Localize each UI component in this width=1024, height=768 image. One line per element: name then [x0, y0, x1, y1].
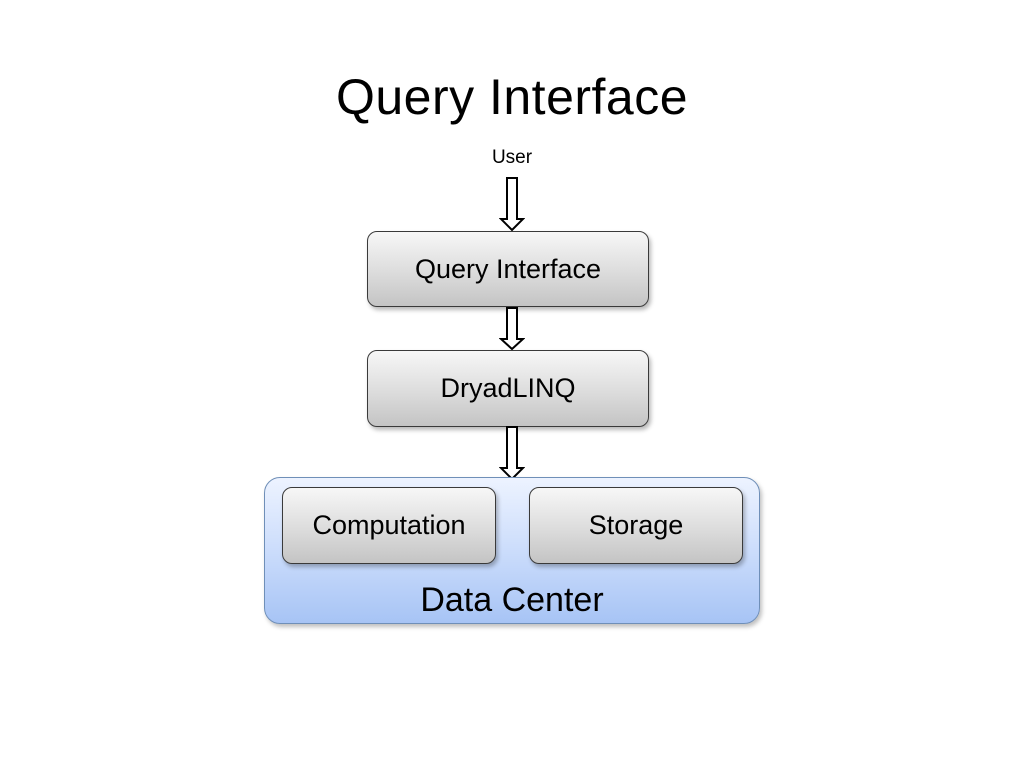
- computation-box: Computation: [282, 487, 496, 564]
- storage-box: Storage: [529, 487, 743, 564]
- slide-title: Query Interface: [335, 69, 689, 125]
- computation-label: Computation: [312, 510, 466, 540]
- down-arrow-icon: [499, 307, 525, 350]
- data-center-label: Data Center: [420, 581, 604, 619]
- dryadlinq-box: DryadLINQ: [367, 350, 649, 427]
- dryadlinq-label: DryadLINQ: [440, 373, 576, 403]
- storage-label: Storage: [588, 510, 684, 540]
- user-label: User: [491, 147, 533, 168]
- down-arrow-icon: [499, 177, 525, 231]
- down-arrow-icon: [499, 426, 525, 480]
- query-interface-label: Query Interface: [414, 253, 602, 284]
- query-interface-box: Query Interface: [367, 231, 649, 307]
- data-center-box: Computation Storage Data Center: [264, 477, 760, 624]
